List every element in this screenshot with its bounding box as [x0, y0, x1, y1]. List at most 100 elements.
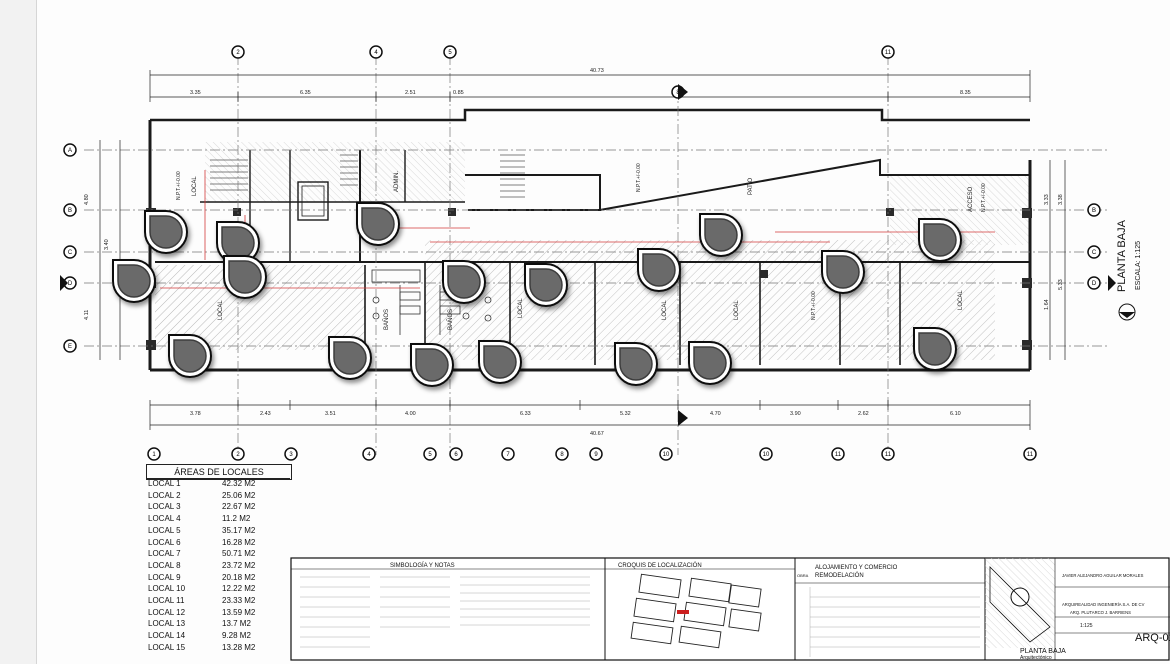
section-markers [60, 84, 1116, 426]
map-pin-marker[interactable] [442, 260, 486, 304]
location-sketch [630, 573, 762, 649]
area-row-name: LOCAL 9 [148, 572, 181, 582]
axis-bubbles-side: A B C D E B C D [63, 143, 1101, 353]
dim-side-3: 4.11 [84, 310, 90, 320]
room-label-admin: ADMIN. [394, 171, 400, 192]
dim-bottom-7: 4.70 [710, 411, 721, 417]
areas-table-title: ÁREAS DE LOCALES [146, 464, 292, 480]
axis-label: A [68, 148, 72, 154]
level-mark-2: N.P.T.+/-0.00 [636, 163, 642, 192]
scale-value: 1:125 [1080, 623, 1093, 629]
axis-label: D [68, 281, 73, 287]
dim-bottom-10: 6.10 [950, 411, 961, 417]
room-label-local-5: LOCAL [958, 290, 964, 310]
axis-label: C [68, 250, 73, 256]
axis-label: 4 [374, 50, 378, 56]
map-pin-marker[interactable] [168, 334, 212, 378]
area-row-value: 23.33 M2 [222, 596, 256, 605]
axis-bubble: B [1087, 203, 1101, 217]
map-pin-marker[interactable] [356, 202, 400, 246]
dim-side-2: 3.40 [104, 239, 110, 250]
map-pin-marker[interactable] [223, 255, 267, 299]
area-row-value: 50.71 M2 [222, 549, 256, 559]
map-pin-marker[interactable] [112, 259, 156, 303]
area-row-name: LOCAL 1 [148, 479, 181, 488]
map-pin-marker[interactable] [913, 327, 957, 371]
axis-bubble: 2 [231, 45, 245, 59]
dim-side-7: 1.64 [1044, 299, 1050, 310]
area-row-name: LOCAL 5 [148, 525, 181, 535]
firm-name: ARQUIREALIDAD INGENIERÍA S.A. DE CV [1062, 602, 1145, 607]
dim-bottom-6: 5.32 [620, 411, 631, 417]
axis-label: 6 [454, 452, 458, 458]
map-pin-marker[interactable] [918, 218, 962, 262]
axis-label: 11 [1027, 452, 1034, 458]
dim-bottom-5: 6.33 [520, 411, 531, 417]
dim-side-4: 3.33 [1044, 194, 1050, 205]
map-pin-marker[interactable] [328, 336, 372, 380]
map-pin-marker[interactable] [688, 341, 732, 385]
axis-bubble: 11 [881, 45, 895, 59]
axis-label: 10 [663, 452, 670, 458]
table-row: LOCAL 12 13.59 M2 [148, 608, 278, 620]
room-label-local-1: LOCAL [192, 176, 198, 196]
axis-label: 5 [448, 50, 452, 56]
obra-label: OBRA [797, 573, 809, 578]
area-row-name: LOCAL 12 [148, 607, 186, 617]
area-row-name: LOCAL 7 [148, 549, 181, 559]
map-pin-marker[interactable] [699, 213, 743, 257]
dim-top-5: 8.35 [960, 90, 971, 96]
north-arrow-icon [1118, 303, 1136, 321]
map-pin-marker[interactable] [821, 250, 865, 294]
axis-label: 9 [594, 452, 598, 458]
area-row-name: LOCAL 2 [148, 490, 181, 500]
area-row-name: LOCAL 11 [148, 596, 185, 605]
axis-label: 10 [763, 452, 770, 458]
map-pin-marker[interactable] [410, 343, 454, 387]
map-pin-marker[interactable] [144, 210, 188, 254]
axis-bubble: B [63, 203, 77, 217]
map-pin-marker[interactable] [614, 342, 658, 386]
sheet-subtitle: Arquitectónico [1020, 655, 1052, 661]
axis-bubbles-bottom: 1 2 3 4 5 6 7 8 9 10 10 11 11 11 [147, 447, 1037, 461]
axis-bubble: 11 [881, 447, 895, 461]
dim-top-3: 2.51 [405, 90, 416, 96]
axis-bubble: 4 [362, 447, 376, 461]
axis-bubble: 9 [589, 447, 603, 461]
area-row-value: 13.59 M2 [222, 607, 256, 617]
map-pin-marker[interactable] [478, 340, 522, 384]
room-label-patio-main: PATIO [748, 178, 754, 195]
axis-label: 8 [560, 452, 564, 458]
title-block: SIMBOLOGÍA Y NOTAS CROQUIS DE LOCALIZACI… [290, 557, 1170, 661]
symbology-header: SIMBOLOGÍA Y NOTAS [390, 562, 455, 569]
viewer-sidebar [0, 0, 37, 664]
dimension-strings [99, 70, 1066, 430]
room-label-local-3: LOCAL [662, 300, 668, 320]
area-row-value: 12.22 M2 [222, 584, 256, 594]
axis-bubble: E [63, 339, 77, 353]
firm-logo-icon [985, 558, 1055, 648]
axis-bubble: 3 [284, 447, 298, 461]
dim-total-top: 40.73 [590, 68, 604, 74]
axis-bubble: 10 [659, 447, 673, 461]
dim-bottom-3: 3.51 [325, 411, 336, 417]
axis-label: B [68, 208, 72, 214]
dim-bottom-9: 2.62 [858, 411, 869, 417]
room-label-banos-1: BAÑOS [383, 309, 390, 330]
map-pin-marker[interactable] [637, 248, 681, 292]
map-pin-marker[interactable] [524, 263, 568, 307]
dim-bottom-8: 3.90 [790, 411, 801, 417]
sheet-number: ARQ-01 [1135, 632, 1170, 644]
area-row-value: 35.17 M2 [222, 525, 256, 535]
level-mark-3: N.P.T.+/-0.00 [811, 291, 817, 320]
area-row-name: LOCAL 4 [148, 514, 181, 524]
area-row-value: 16.28 M2 [222, 537, 256, 547]
map-pin-marker[interactable] [216, 221, 260, 265]
